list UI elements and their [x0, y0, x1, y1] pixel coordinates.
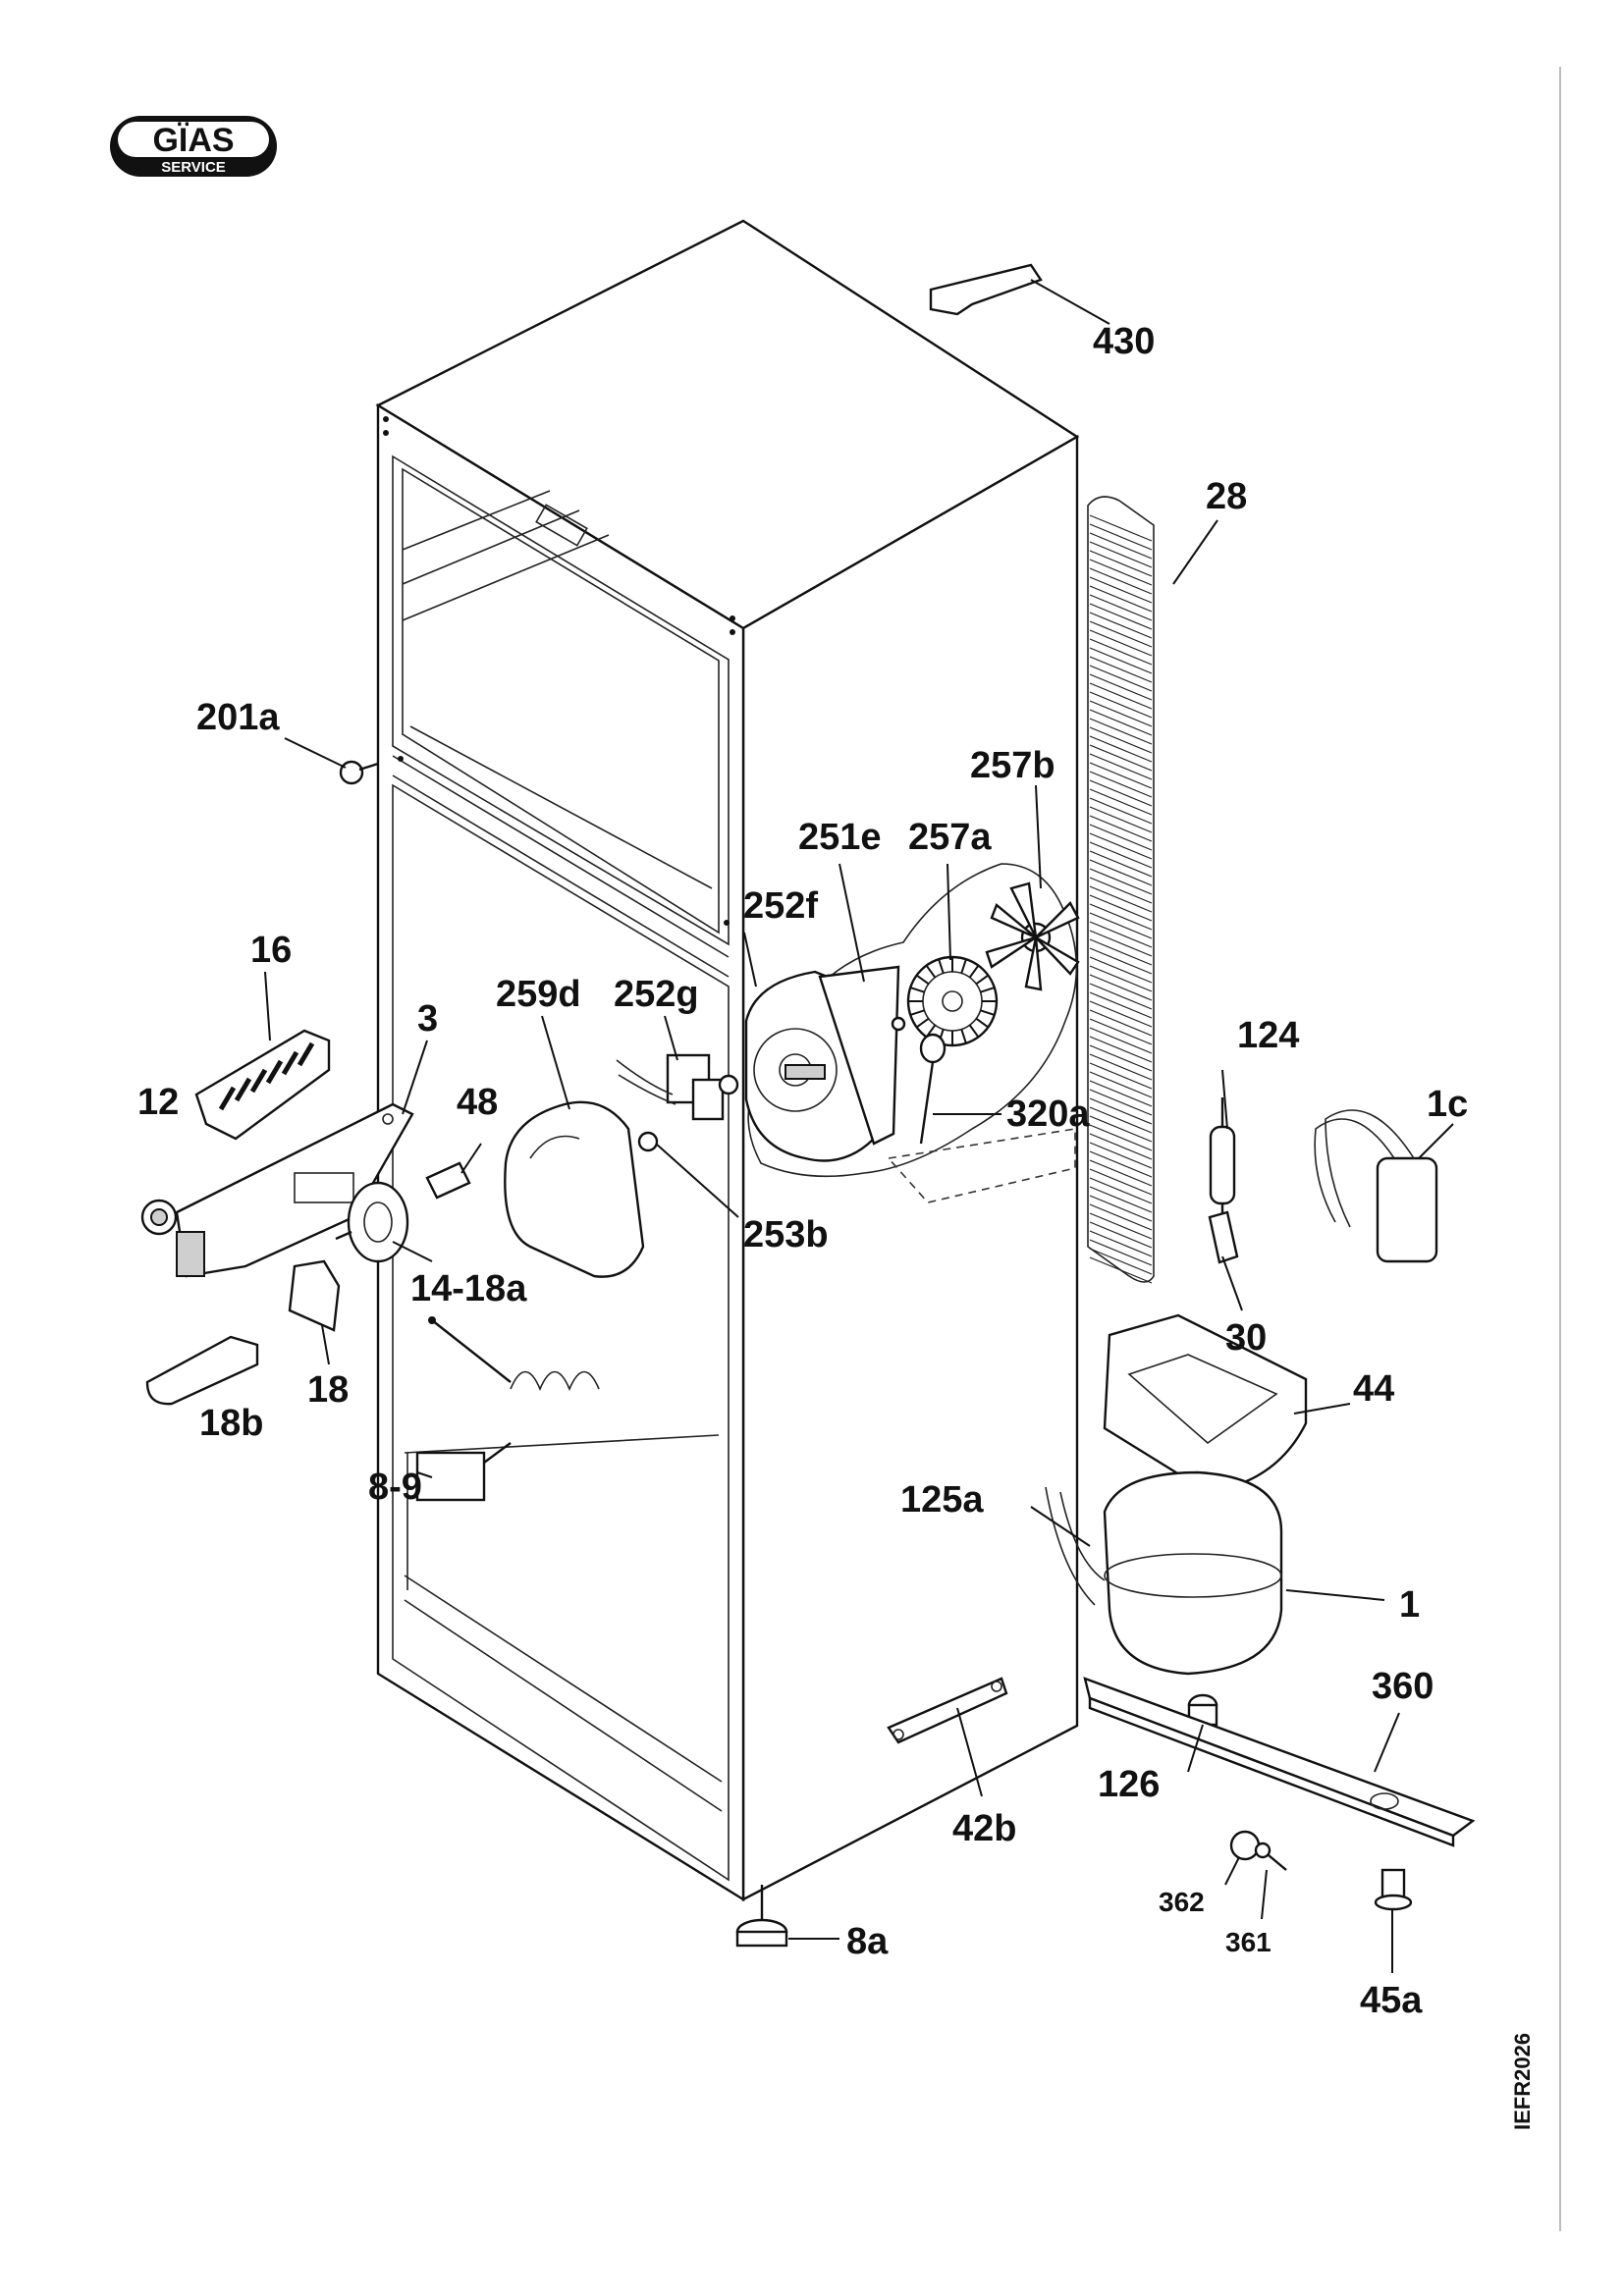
door-handle — [145, 1335, 259, 1406]
label-252g: 252g — [614, 974, 699, 1015]
label-124: 124 — [1237, 1015, 1299, 1056]
condenser-coil — [1087, 496, 1155, 1284]
drain-pin — [919, 1033, 947, 1145]
fan-housing — [744, 965, 900, 1162]
label-257a: 257a — [908, 817, 992, 858]
label-257b: 257b — [970, 745, 1055, 786]
screws — [637, 1074, 739, 1152]
label-320a: 320a — [1006, 1094, 1090, 1135]
lamp-bracket — [288, 1259, 341, 1332]
fan-cover — [504, 1100, 645, 1278]
connector — [891, 1016, 906, 1032]
label-361: 361 — [1225, 1927, 1271, 1957]
label-362: 362 — [1159, 1887, 1205, 1917]
foot-45a — [1374, 1868, 1413, 1911]
label-12: 12 — [137, 1082, 179, 1123]
label-126: 126 — [1098, 1764, 1160, 1805]
label-44: 44 — [1353, 1368, 1394, 1410]
label-1: 1 — [1399, 1584, 1420, 1626]
fan-switch — [616, 1053, 725, 1121]
knob — [140, 1199, 178, 1236]
label-259d: 259d — [496, 974, 581, 1015]
label-251e: 251e — [798, 817, 882, 858]
page-right-rule — [1559, 67, 1561, 2231]
label-18: 18 — [307, 1369, 349, 1411]
label-1c: 1c — [1427, 1084, 1468, 1125]
label-18b: 18b — [199, 1403, 263, 1444]
label-28: 28 — [1206, 476, 1247, 517]
label-8a: 8a — [846, 1921, 889, 1962]
leader-lines — [264, 279, 1454, 1973]
screw-201a — [339, 760, 379, 785]
logo-brand-text: GÏAS — [152, 122, 234, 159]
leveling-foot — [735, 1885, 788, 1948]
filter-dryer — [1209, 1097, 1236, 1235]
label-201a: 201a — [196, 697, 280, 738]
label-253b: 253b — [743, 1214, 829, 1255]
label-430: 430 — [1093, 321, 1155, 362]
spring-bulb — [425, 1161, 471, 1200]
label-125a: 125a — [900, 1479, 984, 1521]
fan-motor — [906, 955, 999, 1047]
label-252f: 252f — [743, 885, 818, 927]
label-14-18a: 14-18a — [410, 1268, 527, 1309]
fan-blade — [985, 881, 1080, 991]
drawing-reference-code: IEFR2026 — [1510, 2032, 1535, 2130]
clip — [1208, 1210, 1239, 1264]
label-48: 48 — [457, 1082, 498, 1123]
label-360: 360 — [1372, 1666, 1434, 1707]
label-16: 16 — [250, 930, 292, 971]
label-30: 30 — [1225, 1317, 1267, 1359]
label-3: 3 — [417, 998, 438, 1040]
compressor — [1045, 1470, 1283, 1676]
bracket-42b — [887, 1677, 1008, 1744]
part-labels: 430 28 201a 257b 251e 257a 252f 16 3 259… — [137, 321, 1468, 2021]
gias-service-logo: GÏAS SERVICE — [110, 116, 277, 177]
label-8-9: 8-9 — [368, 1467, 422, 1508]
drip-tray — [1103, 1313, 1308, 1494]
fridge-cabinet — [375, 219, 1080, 1902]
compressor-base-rail — [1083, 1677, 1476, 1847]
top-handle — [929, 263, 1043, 316]
logo-sub-text: SERVICE — [161, 159, 226, 176]
bolt-361 — [1254, 1842, 1287, 1871]
label-42b: 42b — [952, 1808, 1016, 1849]
washer-362 — [1229, 1830, 1261, 1861]
capacitor — [1314, 1109, 1438, 1263]
lamp-cover — [194, 1029, 331, 1141]
label-45a: 45a — [1360, 1980, 1423, 2021]
